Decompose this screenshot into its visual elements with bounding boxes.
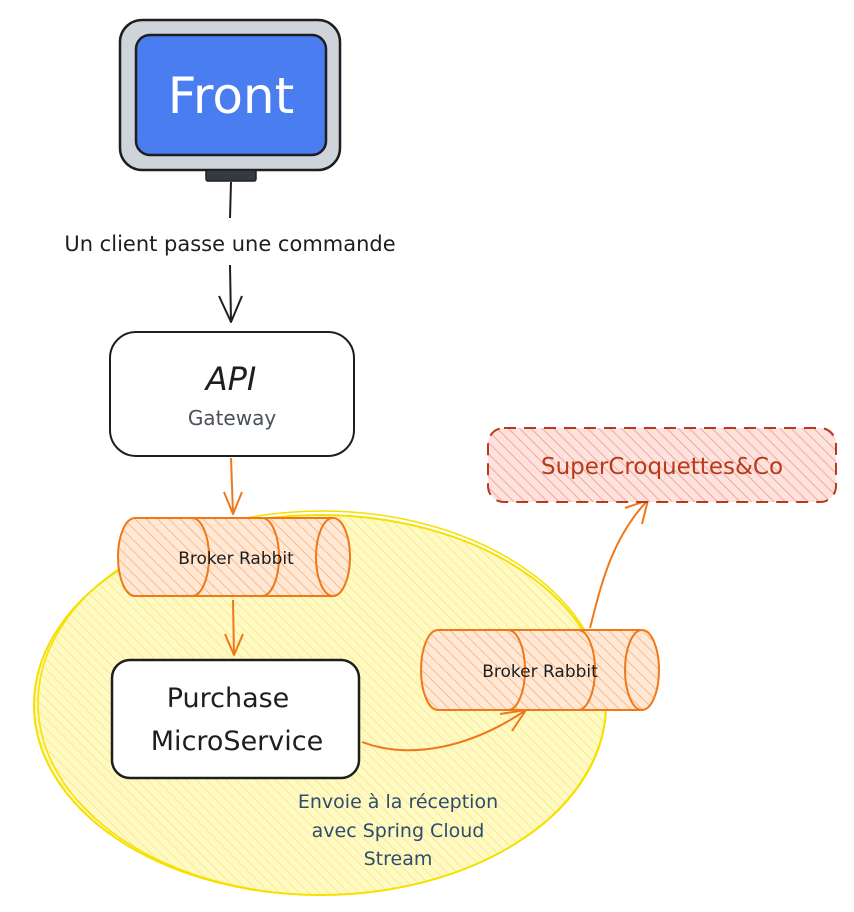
api-title: API <box>204 360 257 398</box>
supplier-node[interactable]: SuperCroquettes&Co <box>487 427 837 503</box>
front-node[interactable]: Front <box>118 18 342 182</box>
broker-top-node[interactable]: Broker Rabbit <box>117 517 351 597</box>
reception-note: Envoie à la réception avec Spring Cloud … <box>298 791 498 870</box>
note-line2: avec Spring Cloud <box>312 820 485 842</box>
note-line1: Envoie à la réception <box>298 791 498 813</box>
monitor-stand <box>205 169 257 182</box>
broker-to-purchase-arrow <box>224 599 244 656</box>
broker-top-label: Broker Rabbit <box>178 549 294 569</box>
cylinder-queue-icon <box>117 517 351 597</box>
broker-right-label: Broker Rabbit <box>482 662 598 682</box>
front-to-api-arrow: Un client passe une commande <box>64 181 396 323</box>
api-to-broker-arrow <box>223 457 243 515</box>
monitor-screen <box>134 33 328 157</box>
front-label: Front <box>168 67 294 125</box>
api-gateway-node[interactable]: API Gateway <box>109 331 355 457</box>
supplier-label: SuperCroquettes&Co <box>541 454 783 480</box>
note-line3: Stream <box>364 848 433 870</box>
client-arrow-label: Un client passe une commande <box>64 232 395 256</box>
broker-to-supplier-arrow <box>589 499 649 629</box>
purchase-label-line2: MicroService <box>151 726 323 757</box>
purchase-label-line1: Purchase <box>167 683 290 714</box>
api-subtitle: Gateway <box>188 406 277 430</box>
cylinder-queue-icon <box>420 629 660 711</box>
purchase-microservice-node[interactable]: Purchase MicroService <box>110 658 361 780</box>
broker-right-node[interactable]: Broker Rabbit <box>420 629 660 711</box>
